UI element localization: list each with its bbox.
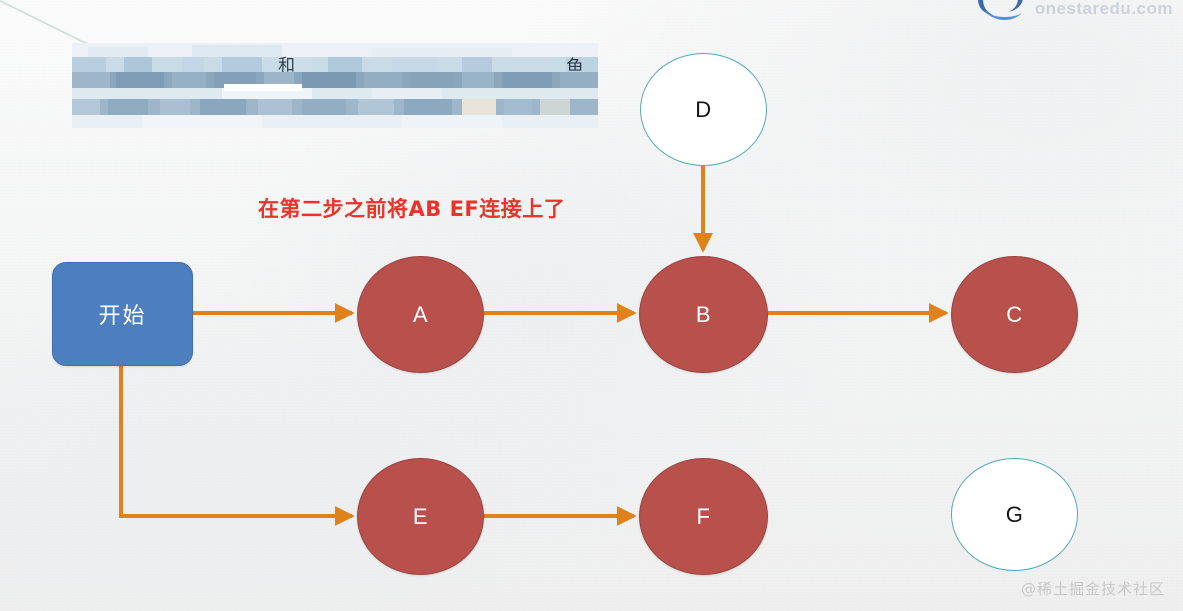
node-e-label: E [412,503,429,529]
node-c-label: C [1006,301,1023,327]
node-start[interactable]: 开始 [52,262,193,366]
logo: onestaredu.com [974,0,1173,22]
node-b-label: B [695,301,712,327]
node-a[interactable]: A [357,256,484,373]
onestar-swirl-icon [977,0,1023,20]
logo-text: onestaredu.com [1034,0,1173,18]
mosaic-censored-text: 和 鱼 [72,43,598,128]
node-d[interactable]: D [640,53,767,166]
node-g[interactable]: G [951,458,1078,571]
watermark: @稀土掘金技术社区 [1020,580,1165,598]
node-b[interactable]: B [639,256,768,373]
node-g-label: G [1005,501,1024,527]
node-c[interactable]: C [951,256,1078,373]
node-start-label: 开始 [98,304,147,329]
node-f[interactable]: F [639,458,768,575]
node-e[interactable]: E [357,458,484,575]
annotation-text: 在第二步之前将AB EF连接上了 [258,197,566,221]
node-f-label: F [696,503,711,529]
svg-text:和: 和 [278,56,295,76]
node-a-label: A [412,301,429,327]
edge-start-to-e [119,364,355,526]
node-d-label: D [695,96,712,122]
